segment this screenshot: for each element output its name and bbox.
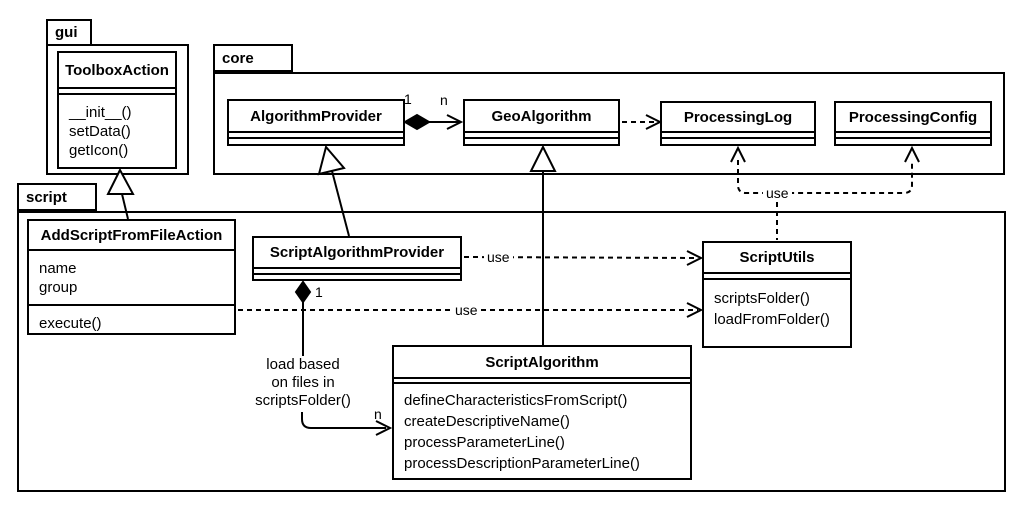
class-title: ScriptUtils — [739, 249, 815, 266]
package-tab-core: core — [213, 44, 293, 72]
load-note: load based on files in scriptsFolder() — [243, 356, 363, 410]
class-scriptalgorithm: ScriptAlgorithm defineCharacteristicsFro… — [392, 345, 692, 480]
class-toolboxaction: ToolboxAction __init__() setData() getIcon… — [57, 51, 177, 169]
class-addscriptfromfileaction: AddScriptFromFileAction name group execut… — [27, 219, 236, 335]
member-line: scriptsFolder() — [714, 290, 810, 307]
class-title: ToolboxAction — [65, 61, 169, 79]
class-title: ScriptAlgorithm — [485, 353, 599, 371]
member-line: getIcon() — [69, 142, 129, 159]
use-label: use — [763, 185, 792, 201]
class-scriptalgorithmprovider: ScriptAlgorithmProvider — [252, 236, 462, 281]
member-line: setData() — [69, 123, 131, 140]
load-note-line: scriptsFolder() — [255, 392, 351, 409]
method-compartment: execute() — [29, 306, 234, 333]
multiplicity-label: n — [374, 406, 382, 422]
multiplicity-label: 1 — [315, 284, 323, 300]
class-geoalgorithm: GeoAlgorithm — [463, 99, 620, 146]
class-scriptutils: ScriptUtils scriptsFolder() loadFromFolde… — [702, 241, 852, 348]
member-line: execute() — [39, 315, 102, 332]
member-line: createDescriptiveName() — [404, 413, 570, 430]
member-line: name — [39, 260, 77, 277]
package-label-core: core — [222, 49, 254, 67]
class-title: GeoAlgorithm — [491, 107, 592, 125]
load-note-line: load based — [266, 356, 340, 373]
multiplicity-label: n — [440, 92, 448, 108]
class-processingconfig: ProcessingConfig — [834, 101, 992, 146]
member-line: defineCharacteristicsFromScript() — [404, 392, 628, 409]
package-label-gui: gui — [55, 24, 78, 41]
load-note-line: on files in — [271, 374, 335, 391]
member-line: processDescriptionParameterLine() — [404, 455, 640, 472]
attribute-compartment: name group — [29, 251, 234, 304]
use-label: use — [452, 302, 481, 318]
package-tab-script: script — [17, 183, 97, 211]
class-title: ProcessingConfig — [848, 108, 978, 126]
package-tab-gui: gui — [46, 19, 92, 46]
class-title: AlgorithmProvider — [250, 107, 382, 125]
class-title: AddScriptFromFileAction — [40, 226, 223, 244]
method-compartment: scriptsFolder() loadFromFolder() — [704, 280, 850, 346]
method-compartment: defineCharacteristicsFromScript() createD… — [394, 384, 690, 478]
member-line: loadFromFolder() — [714, 311, 830, 328]
multiplicity-label: 1 — [404, 91, 412, 107]
class-title: ProcessingLog — [683, 108, 793, 126]
member-line: group — [39, 279, 78, 296]
package-label-script: script — [26, 188, 67, 206]
member-line: processParameterLine() — [404, 434, 565, 451]
class-title: ScriptAlgorithmProvider — [269, 244, 445, 261]
class-processinglog: ProcessingLog — [660, 101, 816, 146]
use-label: use — [484, 249, 513, 265]
method-compartment: __init__() setData() getIcon() — [59, 95, 175, 167]
class-algorithmprovider: AlgorithmProvider — [227, 99, 405, 146]
member-line: __init__() — [69, 104, 132, 121]
